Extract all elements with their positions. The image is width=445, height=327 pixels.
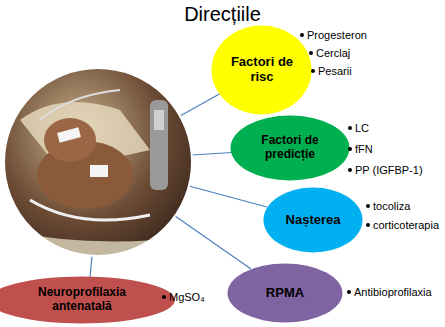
- risk-circle: Factori de risc: [211, 25, 312, 115]
- bullet-text: corticoterapia: [373, 219, 439, 231]
- baby-photo: [0, 60, 200, 270]
- node-label: Neuroprofilaxia antenatală: [17, 286, 147, 314]
- bullet-item: Antibioprofilaxia: [347, 286, 432, 298]
- node-text-group: Nașterea: [286, 213, 341, 228]
- node-label: Factori de risc: [229, 55, 295, 85]
- rpma-ellipse: RPMA: [227, 263, 343, 323]
- ellipse-fill: [0, 277, 175, 324]
- birth-ellipse: Nașterea: [263, 187, 363, 253]
- ellipse-fill: [228, 264, 343, 323]
- bullet-item: Pesarii: [311, 65, 352, 77]
- bullet-text: PP (IGFBP-1): [355, 164, 423, 176]
- bullet-dot: [347, 290, 351, 294]
- bullet-item: corticoterapia: [366, 219, 439, 231]
- bullet-text: Progesteron: [307, 29, 367, 41]
- bullet-text: fFN: [355, 143, 373, 155]
- bullet-item: Cerclaj: [309, 47, 350, 59]
- bullet-dot: [162, 295, 166, 299]
- bullet-item: fFN: [348, 143, 373, 155]
- node-label: Factori de predicție: [250, 134, 330, 162]
- ellipse-fill: [212, 26, 312, 115]
- bullet-dot: [366, 223, 370, 227]
- ellipse-fill: [264, 188, 363, 253]
- bullet-text: Pesarii: [318, 65, 352, 77]
- bullet-item: MgSO₄: [162, 291, 205, 303]
- bullet-dot: [348, 147, 352, 151]
- bullet-item: LC: [348, 122, 369, 134]
- bullet-item: tocoliza: [366, 200, 410, 212]
- bullet-text: Cerclaj: [316, 47, 350, 59]
- bullet-dot: [309, 51, 313, 55]
- node-label: RPMA: [266, 286, 304, 301]
- neuro-ellipse: Neuroprofilaxia antenatală: [0, 276, 176, 324]
- bullet-dot: [311, 69, 315, 73]
- bullet-item: Progesteron: [300, 29, 367, 41]
- bullet-text: MgSO₄: [169, 291, 205, 303]
- prediction-ellipse: Factori de predicție: [230, 115, 350, 181]
- bullet-text: tocoliza: [373, 200, 410, 212]
- bullet-dot: [300, 33, 304, 37]
- node-text-group: Factori de risc: [229, 55, 295, 85]
- bullet-dot: [348, 168, 352, 172]
- bullet-dot: [366, 204, 370, 208]
- node-text-group: Neuroprofilaxia antenatală: [17, 286, 147, 314]
- bullet-text: LC: [355, 122, 369, 134]
- node-label: Nașterea: [286, 213, 341, 228]
- node-text-group: Factori de predicție: [250, 134, 330, 162]
- ellipse-fill: [231, 116, 350, 181]
- bullet-text: Antibioprofilaxia: [354, 286, 432, 298]
- photo-frame: [4, 68, 192, 256]
- node-text-group: RPMA: [266, 286, 304, 301]
- bullet-dot: [348, 126, 352, 130]
- bullet-item: PP (IGFBP-1): [348, 164, 423, 176]
- diagram-title: Direcțiile: [0, 3, 445, 26]
